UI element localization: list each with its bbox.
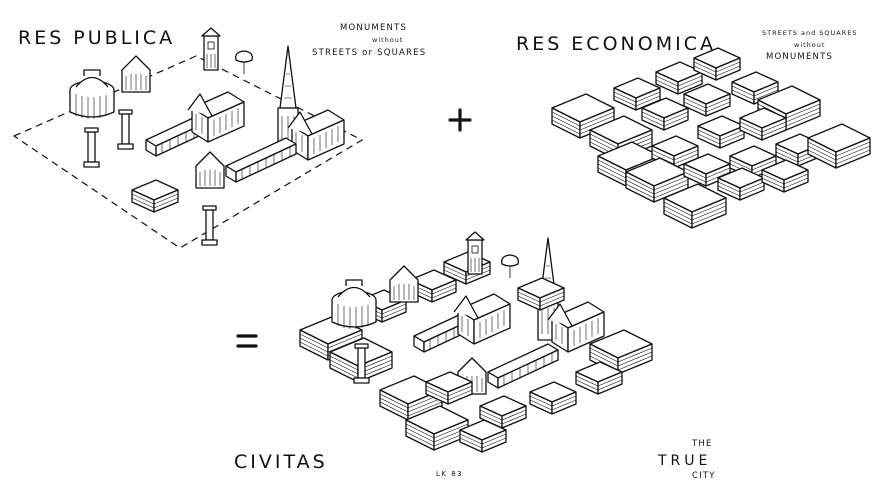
res-economica-note-line1: STREETS and SQUARES (762, 29, 857, 37)
small-statue (201, 205, 218, 246)
res-publica-note-line3: STREETS or SQUARES (312, 48, 426, 58)
tree-monument (235, 50, 253, 75)
basilica-monument (187, 91, 245, 143)
res-publica-note-line2: without (372, 36, 403, 44)
civitas-tree (501, 254, 519, 279)
res-economica-note-line2: without (794, 41, 825, 49)
res-economica-title: RES ECONOMICA (516, 33, 716, 55)
caption-line2: TRUE (657, 453, 711, 469)
caption-line1: THE (691, 439, 713, 449)
res-economica-panel: RES ECONOMICA STREETS and SQUARES withou… (516, 29, 871, 229)
res-publica-panel: RES PUBLICA MONUMENTS without STREETS or… (12, 23, 426, 249)
equals-operator (236, 334, 258, 348)
civitas-rotunda (331, 279, 377, 330)
civitas-tower (465, 231, 485, 275)
bell-tower (201, 27, 221, 71)
long-arcade (225, 137, 297, 183)
civitas-temple (389, 265, 419, 303)
true-city-caption: THE TRUE CITY (657, 439, 716, 481)
gatehouse (195, 151, 225, 189)
civitas-city (299, 231, 653, 453)
civitas-panel: CIVITAS LK (234, 231, 716, 481)
column-monument (117, 109, 134, 150)
caption-line3: CITY (692, 471, 716, 481)
palazzo-block (131, 179, 179, 213)
res-economica-note-line3: MONUMENTS (766, 52, 833, 62)
res-publica-note: MONUMENTS without STREETS or SQUARES (312, 23, 426, 58)
urban-block-grid (551, 47, 871, 229)
rotunda-monument (69, 69, 115, 120)
civitas-title: CIVITAS (234, 451, 328, 473)
res-publica-note-line1: MONUMENTS (340, 23, 407, 33)
artist-signature: LK 83 (436, 470, 463, 478)
plus-operator (448, 108, 472, 132)
small-temple (121, 55, 151, 93)
civitas-arcade (487, 343, 559, 389)
res-economica-note: STREETS and SQUARES without MONUMENTS (762, 29, 857, 62)
obelisk-monument (83, 127, 100, 168)
civitas-basilica (453, 293, 511, 345)
res-publica-title: RES PUBLICA (18, 27, 175, 49)
